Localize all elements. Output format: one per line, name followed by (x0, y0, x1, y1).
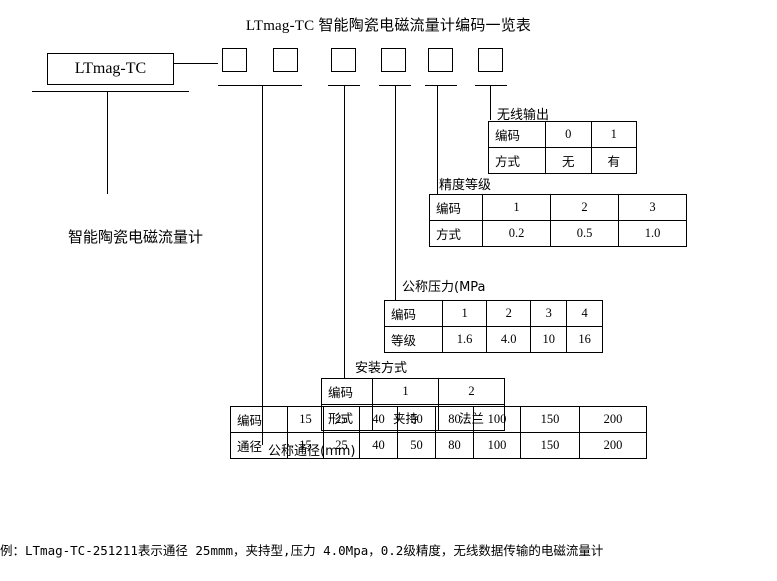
install-code-header: 编码 (321, 378, 373, 405)
code-slot-pressure (381, 48, 406, 72)
pressure-code-cell: 1 (441, 300, 488, 327)
accuracy-mode-cell: 1.0 (618, 220, 687, 247)
diameter-size-cell: 150 (520, 432, 580, 459)
install-title: 安装方式 (355, 361, 408, 376)
wireless-code-cell: 1 (590, 121, 637, 148)
accuracy-code-cell: 1 (482, 194, 551, 221)
install-form-cell: 夹持 (372, 404, 439, 431)
diameter-size-cell: 100 (473, 432, 521, 459)
wireless-leader-line (490, 85, 491, 120)
accuracy-mode-cell: 0.5 (550, 220, 619, 247)
page-title: LTmag-TC 智能陶瓷电磁流量计编码一览表 (245, 18, 532, 34)
wireless-mode-header: 方式 (488, 147, 546, 174)
diameter-size-cell: 200 (579, 432, 647, 459)
pressure-grade-cell: 1.6 (441, 326, 488, 353)
diameter-code-cell: 15 (287, 406, 324, 433)
install-leader-line (344, 85, 345, 378)
accuracy-mode-header: 方式 (429, 220, 483, 247)
code-slot-install (331, 48, 356, 72)
install-code-cell: 2 (438, 378, 505, 405)
diameter-size-cell: 40 (359, 432, 398, 459)
accuracy-code-cell: 2 (550, 194, 619, 221)
diameter-size-cell: 15 (287, 432, 324, 459)
code-slot-accuracy (428, 48, 453, 72)
model-connector-line (174, 63, 218, 64)
pressure-code-cell: 2 (486, 300, 532, 327)
wireless-code-header: 编码 (488, 121, 546, 148)
diameter-code-header: 编码 (230, 406, 288, 433)
diameter-size-cell: 80 (435, 432, 474, 459)
accuracy-title: 精度等级 (439, 178, 492, 193)
model-box: LTmag-TC (47, 53, 174, 85)
pressure-grade-cell: 4.0 (486, 326, 532, 353)
accuracy-code-header: 编码 (429, 194, 483, 221)
accuracy-table: 编码 1 2 3 方式 0.2 0.5 1.0 (429, 194, 687, 247)
wireless-code-cell: 0 (545, 121, 592, 148)
pressure-code-cell: 3 (530, 300, 568, 327)
code-slot-diameter-1 (222, 48, 247, 72)
accuracy-underline (425, 85, 457, 86)
diameter-title: 公称通径(mm) (268, 444, 356, 459)
wireless-mode-cell: 无 (545, 147, 592, 174)
device-leader-line (107, 91, 108, 194)
pressure-code-header: 编码 (384, 300, 443, 327)
code-slot-wireless (478, 48, 503, 72)
pressure-leader-line (395, 85, 396, 300)
example-note: 例：LTmag-TC-251211表示通径 25mmm，夹持型,压力 4.0Mp… (0, 543, 604, 558)
pressure-title: 公称压力(MPa (402, 280, 486, 295)
pressure-grade-cell: 10 (530, 326, 568, 353)
device-label: 智能陶瓷电磁流量计 (68, 228, 204, 246)
diameter-size-header: 通径 (230, 432, 288, 459)
wireless-underline (475, 85, 507, 86)
diameter-code-cell: 200 (579, 406, 647, 433)
wireless-mode-cell: 有 (590, 147, 637, 174)
wireless-title: 无线输出 (497, 108, 550, 123)
pressure-grade-cell: 16 (566, 326, 603, 353)
diameter-leader-line (262, 85, 263, 445)
install-code-cell: 1 (372, 378, 439, 405)
install-form-cell: 法兰 (438, 404, 505, 431)
diameter-underline (218, 85, 302, 86)
install-table: 编码 1 2 形式 夹持 法兰 (321, 378, 505, 431)
diameter-size-cell: 25 (323, 432, 360, 459)
pressure-table: 编码 1 2 3 4 等级 1.6 4.0 10 16 (384, 300, 603, 353)
install-form-header: 形式 (321, 404, 373, 431)
diameter-size-cell: 50 (397, 432, 436, 459)
pressure-code-cell: 4 (566, 300, 603, 327)
wireless-table: 编码 0 1 方式 无 有 (488, 121, 637, 174)
diameter-code-cell: 150 (520, 406, 580, 433)
code-slot-diameter-2 (273, 48, 298, 72)
accuracy-code-cell: 3 (618, 194, 687, 221)
accuracy-leader-line (437, 85, 438, 195)
pressure-grade-header: 等级 (384, 326, 443, 353)
accuracy-mode-cell: 0.2 (482, 220, 551, 247)
model-underline (32, 91, 189, 92)
